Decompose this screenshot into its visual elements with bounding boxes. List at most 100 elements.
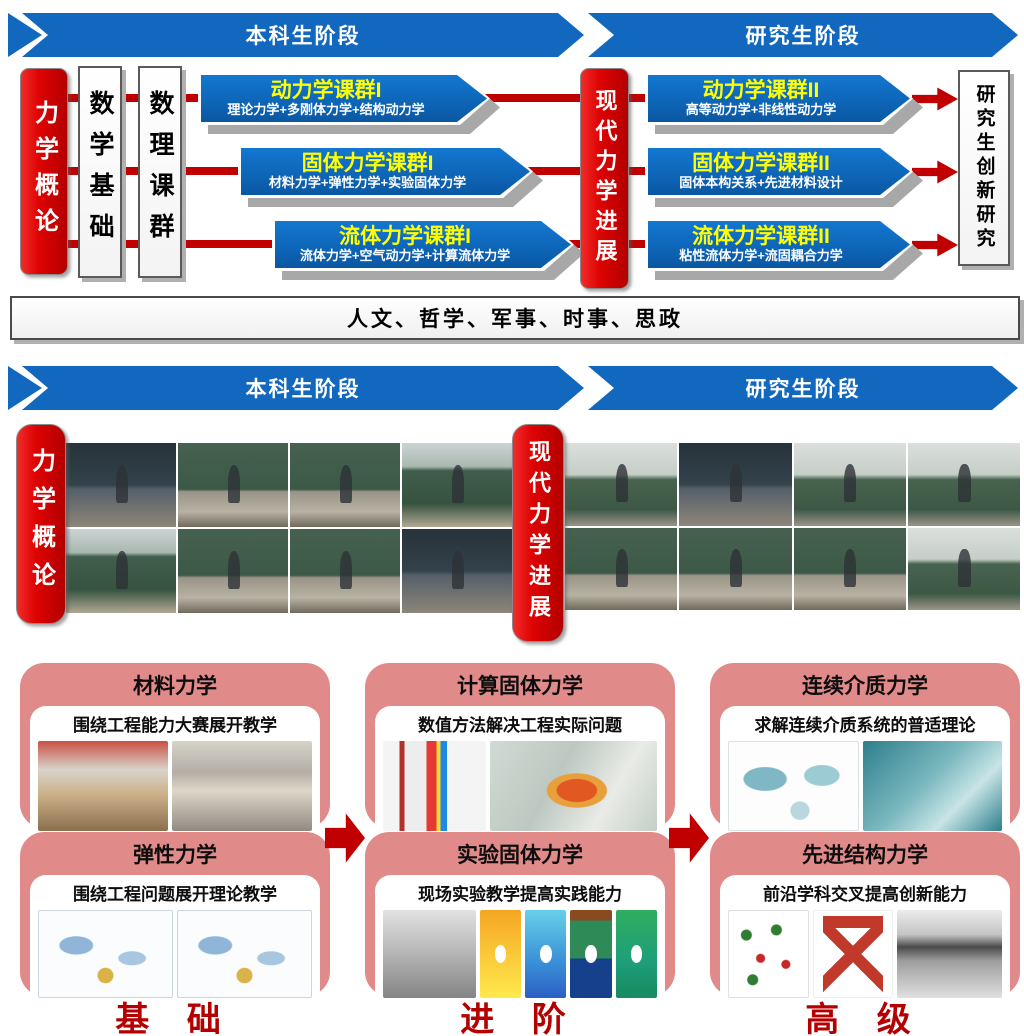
card-subtitle: 围绕工程能力大赛展开教学: [73, 716, 277, 735]
arrow-fill: [275, 221, 571, 268]
card-title: 连续介质力学: [802, 675, 928, 698]
card-advanced-structures: 先进结构力学 前沿学科交叉提高创新能力: [710, 832, 1020, 1006]
course-subtitle: 理论力学+多刚体力学+结构动力学: [227, 101, 425, 117]
card-continuum-mechanics: 连续介质力学 求解连续介质系统的普适理论: [710, 663, 1020, 839]
classroom-photo: [907, 527, 1020, 610]
course-subtitle: 流体力学+空气动力学+计算流体力学: [299, 247, 511, 263]
intro-mechanics-box: 力学概论: [20, 68, 68, 275]
classroom-photo: [565, 527, 678, 610]
banner-grad-top: 研究生阶段: [588, 13, 1018, 57]
grad-lecture-photo-grid: [565, 443, 1020, 610]
card-experimental-solid: 实验固体力学 现场实验教学提高实践能力: [365, 832, 675, 1006]
card-computational-solid: 计算固体力学 数值方法解决工程实际问题: [365, 663, 675, 839]
card-title: 先进结构力学: [802, 844, 928, 867]
classroom-photo: [402, 529, 512, 613]
banner-label: 研究生阶段: [745, 25, 861, 48]
competition-photo: [38, 741, 168, 831]
course-arrow-solid-II: 固体力学课群II 固体本构关系+先进材料设计: [645, 145, 913, 198]
banner-label: 本科生阶段: [245, 25, 361, 48]
classroom-photo: [290, 443, 400, 527]
course-title: 流体力学课群I: [339, 225, 471, 249]
banner-undergrad-photos: 本科生阶段: [22, 366, 584, 410]
course-arrow-fluid-I: 流体力学课群I 流体力学+空气动力学+计算流体力学: [272, 218, 574, 271]
level-label-basic: 基 础: [115, 1001, 235, 1036]
classroom-photo: [402, 443, 512, 527]
arrow-fill: [201, 75, 487, 122]
classroom-photo: [565, 443, 678, 526]
card-title: 计算固体力学: [457, 675, 583, 698]
grad-innovation-research-box: 研究生创新研究: [958, 70, 1010, 266]
card-elasticity: 弹性力学 围绕工程问题展开理论教学: [20, 832, 330, 1006]
arrow-fill: [648, 221, 910, 268]
math-physics-courses-label: 数理课群: [146, 90, 174, 254]
arrow-fill: [648, 148, 910, 195]
course-subtitle: 高等动力学+非线性动力学: [685, 101, 837, 117]
classroom-photo: [66, 529, 176, 613]
card-subtitle: 围绕工程问题展开理论教学: [73, 885, 277, 904]
card-subtitle: 前沿学科交叉提高创新能力: [763, 885, 967, 904]
banner-label: 研究生阶段: [745, 378, 861, 401]
card-materials-mechanics: 材料力学 围绕工程能力大赛展开教学: [20, 663, 330, 839]
progression-arrow-1: [325, 813, 365, 863]
classroom-photo: [793, 527, 906, 610]
crash-simulation-image: [489, 741, 657, 831]
engineering-diagram: [177, 910, 312, 998]
stress-field-plot: [615, 910, 658, 998]
classroom-photo: [66, 443, 176, 527]
banner-undergrad-top: 本科生阶段: [22, 13, 584, 57]
engineering-diagram: [38, 910, 173, 998]
stress-field-plot: [570, 910, 612, 998]
card-title: 材料力学: [133, 675, 217, 698]
lab-photo: [383, 910, 476, 998]
classroom-photo: [178, 529, 288, 613]
grad-innovation-research-label: 研究生创新研究: [973, 84, 995, 252]
stress-field-plot: [525, 910, 567, 998]
intro-mechanics-label: 力学概论: [30, 99, 58, 244]
classroom-photo: [679, 443, 792, 526]
course-arrow-dynamics-II: 动力学课群II 高等动力学+非线性动力学: [645, 72, 913, 125]
classroom-photo: [290, 529, 400, 613]
classroom-photo: [907, 443, 1020, 526]
course-title: 动力学课群I: [270, 79, 382, 103]
card-subtitle: 数值方法解决工程实际问题: [418, 716, 622, 735]
progression-arrow-2: [669, 813, 709, 863]
banner-label: 本科生阶段: [245, 378, 361, 401]
modern-mechanics-label: 现代力学进展: [526, 440, 551, 626]
course-title: 流体力学课群II: [692, 225, 830, 249]
undergrad-lecture-photo-grid: [66, 443, 512, 613]
general-education-label: 人文、哲学、军事、时事、思政: [347, 308, 683, 331]
continuum-diagram: [728, 741, 859, 831]
course-subtitle: 固体本构关系+先进材料设计: [679, 174, 843, 190]
classroom-photo: [679, 527, 792, 610]
test-machine-photo: [897, 910, 1002, 998]
arrow-fill: [241, 148, 530, 195]
intro-mechanics-photo-box: 力学概论: [16, 424, 66, 624]
modern-mechanics-box: 现代力学进展: [580, 68, 629, 289]
crystal-lattice-image: [728, 910, 809, 998]
fem-simulation-image: [383, 741, 486, 831]
lattice-truss-image: [812, 910, 894, 998]
general-education-bar: 人文、哲学、军事、时事、思政: [10, 296, 1020, 340]
level-label-intermediate: 进 阶: [460, 1001, 580, 1036]
classroom-photo: [793, 443, 906, 526]
classroom-photo: [178, 443, 288, 527]
intro-mechanics-label: 力学概论: [27, 448, 55, 600]
math-foundation-box: 数学基础: [78, 66, 122, 278]
banner-grad-photos: 研究生阶段: [588, 366, 1018, 410]
modern-mechanics-photo-box: 现代力学进展: [512, 424, 564, 642]
math-physics-courses-box: 数理课群: [138, 66, 182, 278]
course-subtitle: 材料力学+弹性力学+实验固体力学: [268, 174, 467, 190]
level-label-advanced: 高 级: [805, 1001, 925, 1036]
card-title: 实验固体力学: [457, 844, 583, 867]
card-title: 弹性力学: [133, 844, 217, 867]
course-title: 动力学课群II: [702, 79, 820, 103]
course-title: 固体力学课群I: [301, 152, 434, 176]
card-subtitle: 求解连续介质系统的普适理论: [754, 716, 976, 735]
card-subtitle: 现场实验教学提高实践能力: [418, 885, 622, 904]
modern-mechanics-label: 现代力学进展: [592, 88, 618, 269]
course-title: 固体力学课群II: [692, 152, 830, 176]
stress-field-plot: [479, 910, 522, 998]
competition-photo: [171, 741, 312, 831]
course-subtitle: 粘性流体力学+流固耦合力学: [679, 247, 843, 263]
